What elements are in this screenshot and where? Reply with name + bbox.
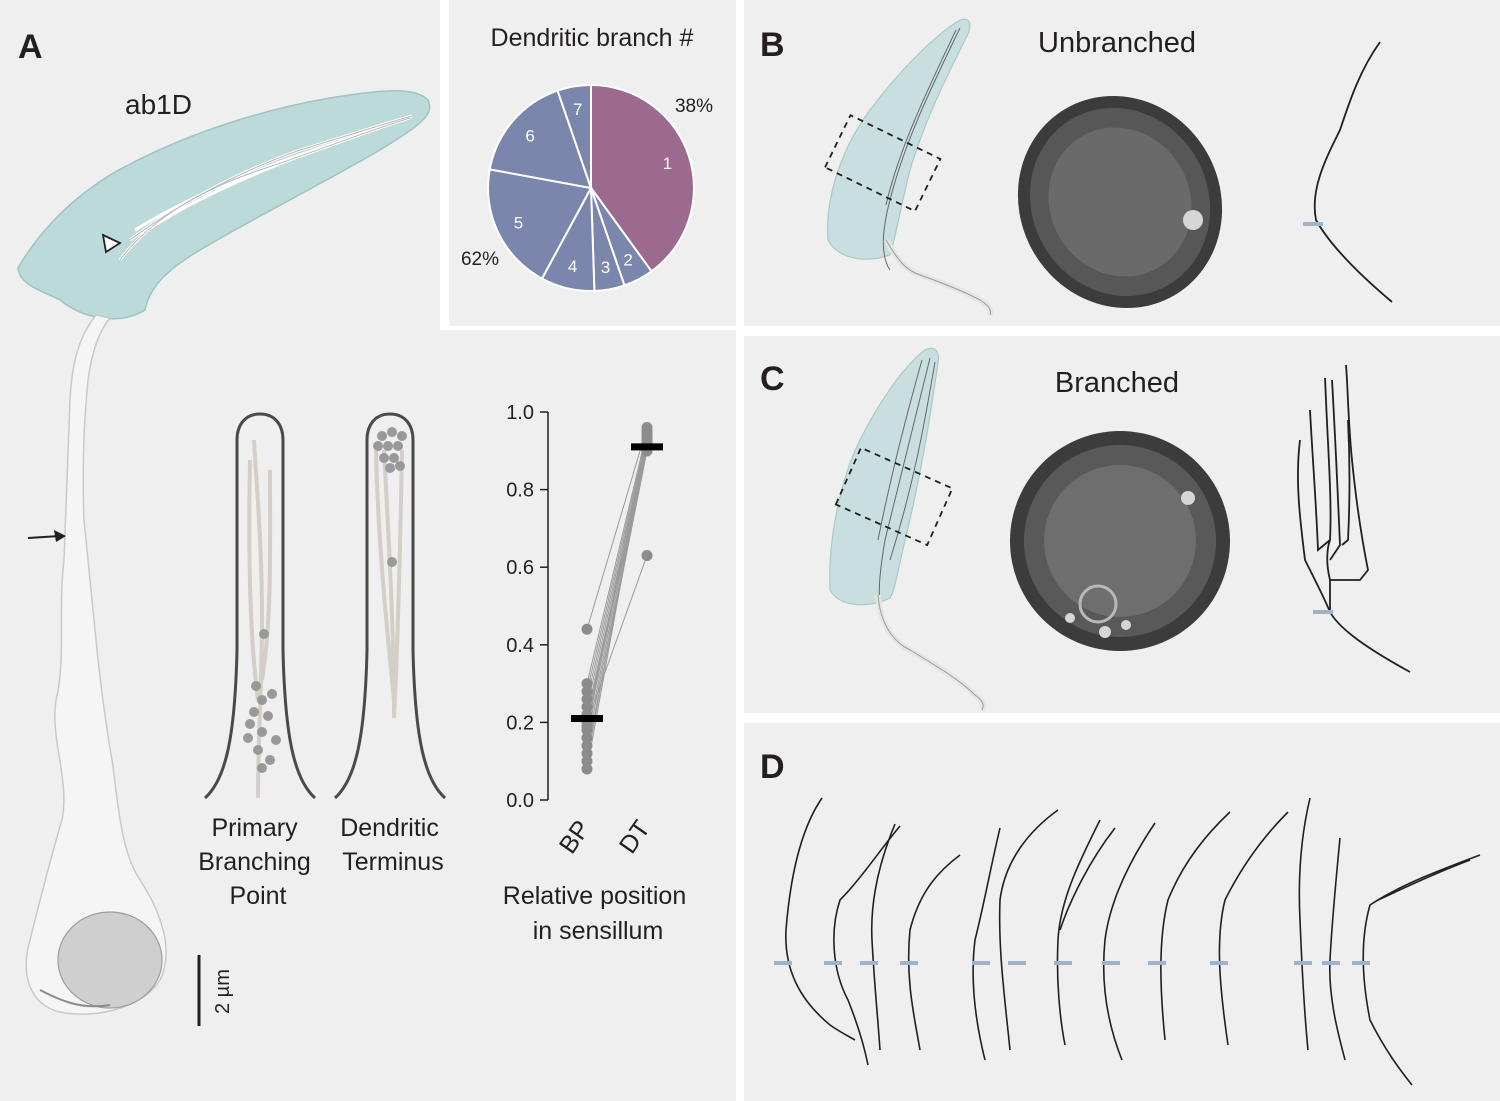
x-category-labels: BP DT bbox=[554, 815, 656, 858]
y-tick-label: 0.8 bbox=[506, 480, 534, 502]
bp-point bbox=[581, 740, 593, 752]
pie-slice-7 bbox=[556, 83, 592, 189]
neuron-nucleus bbox=[57, 911, 163, 1009]
schematic-label-dendritic-terminus: Dendritic Terminus bbox=[340, 814, 446, 876]
panel-b-content: Unbranched bbox=[823, 18, 1393, 317]
arrowhead-icon bbox=[101, 233, 122, 254]
pair-line bbox=[586, 435, 648, 692]
pie-slice-label-4: 4 bbox=[568, 257, 577, 276]
pie-slice-5 bbox=[487, 168, 593, 280]
dashed-box bbox=[834, 446, 954, 547]
scale-bar-label: 2 µm bbox=[212, 969, 234, 1014]
pie-slice-label-6: 6 bbox=[525, 127, 534, 146]
mean-bars bbox=[571, 443, 663, 723]
panel-letter-d: D bbox=[760, 748, 785, 786]
y-tick-label: 0.0 bbox=[506, 790, 534, 812]
bp-point bbox=[581, 623, 593, 635]
terminus-dots bbox=[373, 427, 407, 567]
pie-slice-label-5: 5 bbox=[514, 214, 523, 233]
schematic-dendritic-terminus: Dendritic Terminus bbox=[333, 412, 447, 876]
schematic-branching-point: Primary Branching Point bbox=[198, 412, 318, 910]
bp-point bbox=[581, 701, 593, 713]
y-ticks: 0.0 0.2 0.4 0.6 0.8 1.0 bbox=[506, 402, 548, 812]
x-category-label-dt: DT bbox=[614, 815, 656, 858]
pie-slice-label-2: 2 bbox=[623, 250, 632, 269]
bp-point bbox=[581, 763, 593, 775]
dt-point bbox=[641, 433, 653, 445]
pie-annotation-62: 62% bbox=[461, 249, 499, 270]
panel-d bbox=[744, 723, 1500, 1101]
paired-scatter-chart: 0.0 0.2 0.4 0.6 0.8 1.0 BP DT Relative positio… bbox=[503, 402, 693, 945]
panel-letter-c: C bbox=[760, 360, 785, 398]
bp-point bbox=[581, 755, 593, 767]
ab1d-neuron-rendering: ab1D 2 µm bbox=[17, 89, 431, 1026]
neuron-shaft bbox=[25, 314, 167, 1015]
panel-letter-a: A bbox=[18, 28, 43, 66]
pair-line bbox=[586, 431, 648, 727]
pair-lines bbox=[586, 427, 648, 770]
pie-slice-label-1: 1 bbox=[663, 154, 672, 173]
trace-unbranched bbox=[1313, 41, 1393, 303]
pie-slice-1 bbox=[590, 83, 695, 273]
bp-point bbox=[581, 678, 593, 690]
sensillum-branched bbox=[829, 347, 940, 606]
pair-line bbox=[586, 427, 648, 630]
panel-d-traces bbox=[774, 797, 1481, 1086]
pair-line bbox=[586, 431, 648, 684]
neuron-label: ab1D bbox=[125, 89, 192, 120]
panel-letter-b: B bbox=[760, 26, 785, 64]
y-tick-label: 1.0 bbox=[506, 402, 534, 424]
y-tick-label: 0.4 bbox=[506, 635, 534, 657]
y-tick-label: 0.2 bbox=[506, 712, 534, 734]
bp-point bbox=[581, 724, 593, 736]
bp-point bbox=[581, 693, 593, 705]
y-tick-label: 0.6 bbox=[506, 557, 534, 579]
panel-c-content: Branched bbox=[829, 347, 1411, 712]
dt-point bbox=[641, 550, 653, 562]
bp-point bbox=[581, 747, 593, 759]
branch-point-dots bbox=[243, 629, 281, 773]
schematic-label-branching-point: Primary Branching Point bbox=[198, 814, 318, 910]
bp-point bbox=[581, 732, 593, 744]
panel-b-title: Unbranched bbox=[1038, 27, 1196, 59]
pie-annotation-38: 38% bbox=[675, 96, 713, 117]
arrow-icon bbox=[27, 530, 66, 542]
pie-slices bbox=[487, 83, 695, 292]
pie-slice-label-7: 7 bbox=[573, 100, 582, 119]
sensillum-outline bbox=[203, 412, 317, 800]
pie-title: Dendritic branch # bbox=[491, 24, 694, 52]
pair-line bbox=[586, 435, 648, 762]
x-category-label-bp: BP bbox=[554, 815, 596, 858]
pair-line bbox=[586, 439, 648, 700]
panel-c-title: Branched bbox=[1055, 367, 1179, 399]
bp-point bbox=[581, 685, 593, 697]
pie-slice-label-3: 3 bbox=[601, 258, 610, 277]
pair-line bbox=[586, 439, 648, 770]
sensillum-outline bbox=[333, 412, 447, 800]
sensillum-shell bbox=[17, 90, 431, 320]
x-axis-label: Relative position in sensillum bbox=[503, 882, 693, 945]
dashed-box bbox=[823, 113, 942, 213]
trace-branched bbox=[1297, 364, 1411, 673]
